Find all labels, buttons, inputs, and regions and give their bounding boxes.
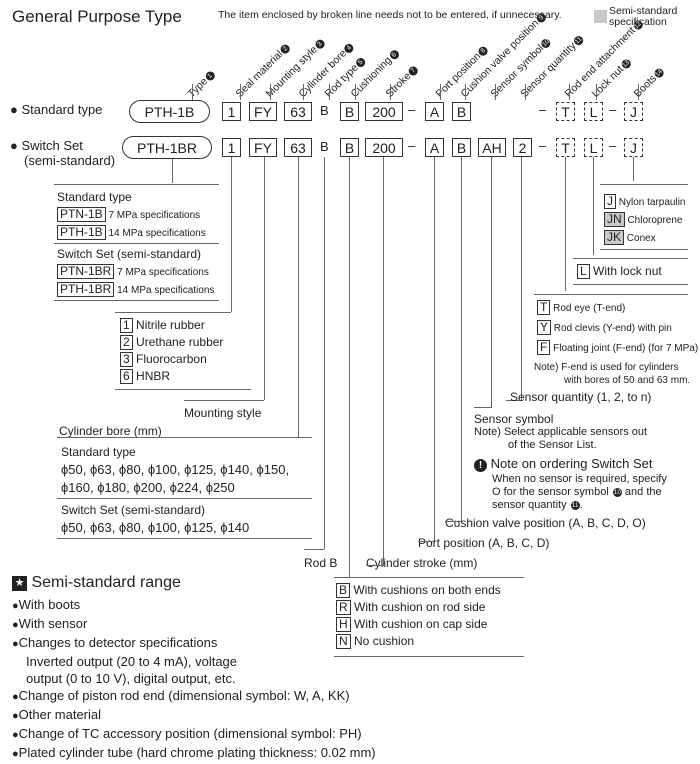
row2-seal: 1 (222, 138, 241, 157)
header-1: Type1 (186, 68, 218, 100)
seal-item: 2 Urethane rubber (120, 335, 223, 350)
rodend-item: T Rod eye (T-end) (537, 300, 625, 315)
type-sw-title: Switch Set (semi-standard) (57, 247, 202, 261)
row2-port: A (425, 138, 444, 157)
row2-dash: – (408, 138, 416, 153)
row2-cv: B (452, 138, 471, 157)
leader-rodend (565, 157, 566, 291)
rodend-item: F Floating joint (F-end) (for 7 MPa) (537, 340, 698, 355)
row2-boots: J (624, 138, 643, 157)
row1-seal: 1 (222, 102, 241, 121)
row2-rod: B (320, 139, 329, 154)
row2-dash2: – (539, 138, 547, 153)
page-title: General Purpose Type (12, 7, 182, 26)
switch-note-body: When no sensor is required, specify O fo… (492, 473, 667, 511)
row2-qty: 2 (513, 138, 532, 157)
rodend-item: Y Rod clevis (Y-end) with pin (537, 320, 672, 335)
row2-mount: FY (249, 138, 277, 157)
boots-item: JK Conex (604, 230, 656, 245)
locknut-item: L With lock nut (577, 264, 662, 279)
type-sw-1: PTN-1BR 7 MPa specifications (57, 264, 209, 279)
top-note: The item enclosed by broken line needs n… (218, 9, 562, 21)
seal-item: 1 Nitrile rubber (120, 318, 205, 333)
leader-boots (633, 157, 634, 181)
row2-sensor: AH (478, 138, 506, 157)
leader-cush (349, 157, 350, 577)
row2-cush: B (340, 138, 359, 157)
row1-dash2: – (539, 102, 547, 117)
row1-stroke: 200 (365, 102, 403, 121)
leader-qty (521, 157, 522, 400)
type-std-1: PTN-1B 7 MPa specifications (57, 207, 200, 222)
qty-label: Sensor quantity (1, 2, to n) (510, 390, 652, 404)
row2-bore: 63 (284, 138, 312, 157)
exclamation-icon: ! (474, 459, 487, 472)
cush-item: N No cushion (336, 634, 414, 649)
bore-std-title: Standard type (61, 445, 136, 459)
leader-bore (298, 157, 299, 437)
row-standard-label: ● Standard type (10, 102, 103, 117)
leader-cv (461, 157, 462, 521)
boots-item: J Nylon tarpaulin (604, 194, 686, 209)
leader-rod (324, 157, 325, 549)
row2-locknut: L (584, 138, 603, 157)
semi-list: ●With boots ●With sensor ●Changes to det… (12, 597, 376, 760)
type-sw-2: PTH-1BR 14 MPa specifications (57, 282, 214, 297)
leader-seal (231, 157, 232, 312)
row1-port: A (425, 102, 444, 121)
header-14: Boots14 (631, 66, 666, 100)
row1-cv: B (452, 102, 471, 121)
bore-sw-line: ϕ50, ϕ63, ϕ80, ϕ100, ϕ125, ϕ140 (61, 520, 250, 535)
row2-dash3: – (609, 138, 617, 153)
legend-swatch (594, 10, 607, 23)
mounting-style-label: Mounting style (184, 406, 262, 420)
stroke-label: Cylinder stroke (mm) (366, 556, 478, 570)
row1-rod: B (320, 103, 329, 118)
seal-item: 6 HNBR (120, 369, 170, 384)
leader-sensor (491, 157, 492, 407)
row1-type: PTH-1B (129, 100, 210, 123)
type-std-title: Standard type (57, 190, 132, 204)
row1-bore: 63 (284, 102, 312, 121)
cush-item: B With cushions on both ends (336, 583, 501, 598)
leader-stroke (383, 157, 384, 565)
bore-std-line2: ϕ160, ϕ180, ϕ200, ϕ224, ϕ250 (61, 480, 235, 495)
switch-note-title: ! Note on ordering Switch Set (474, 456, 653, 472)
sensor-title: Sensor symbol (474, 412, 554, 426)
row-switch-label: ● Switch Set(semi-standard) (10, 138, 116, 168)
seal-item: 3 Fluorocarbon (120, 352, 207, 367)
bore-sw-title: Switch Set (semi-standard) (61, 503, 206, 517)
row1-cush: B (340, 102, 359, 121)
cush-item: R With cushion on rod side (336, 600, 485, 615)
row2-type: PTH-1BR (122, 136, 212, 159)
bore-std-line1: ϕ50, ϕ63, ϕ80, ϕ100, ϕ125, ϕ140, ϕ150, (61, 462, 290, 477)
leader-port (434, 157, 435, 541)
type-std-2: PTH-1B 14 MPa specifications (57, 225, 206, 240)
rod-b-label: Rod B (304, 556, 338, 570)
semi-title: ★ Semi-standard range (12, 574, 181, 592)
row1-dash3: – (609, 102, 617, 117)
leader-mount (264, 157, 265, 400)
row1-boots: J (624, 102, 643, 121)
port-label: Port position (A, B, C, D) (418, 536, 550, 550)
cush-item: H With cushion on cap side (336, 617, 487, 632)
row2-rodend: T (556, 138, 575, 157)
leader-locknut (593, 157, 594, 255)
boots-item: JN Chloroprene (604, 212, 683, 227)
row1-mount: FY (249, 102, 277, 121)
bore-title: Cylinder bore (mm) (59, 424, 162, 438)
row2-stroke: 200 (365, 138, 403, 157)
row1-rodend: T (556, 102, 575, 121)
cv-label: Cushion valve position (A, B, C, D, O) (445, 516, 646, 530)
row1-dash: – (408, 102, 416, 117)
leader-type (172, 159, 173, 183)
row1-locknut: L (584, 102, 603, 121)
star-icon: ★ (12, 576, 27, 591)
